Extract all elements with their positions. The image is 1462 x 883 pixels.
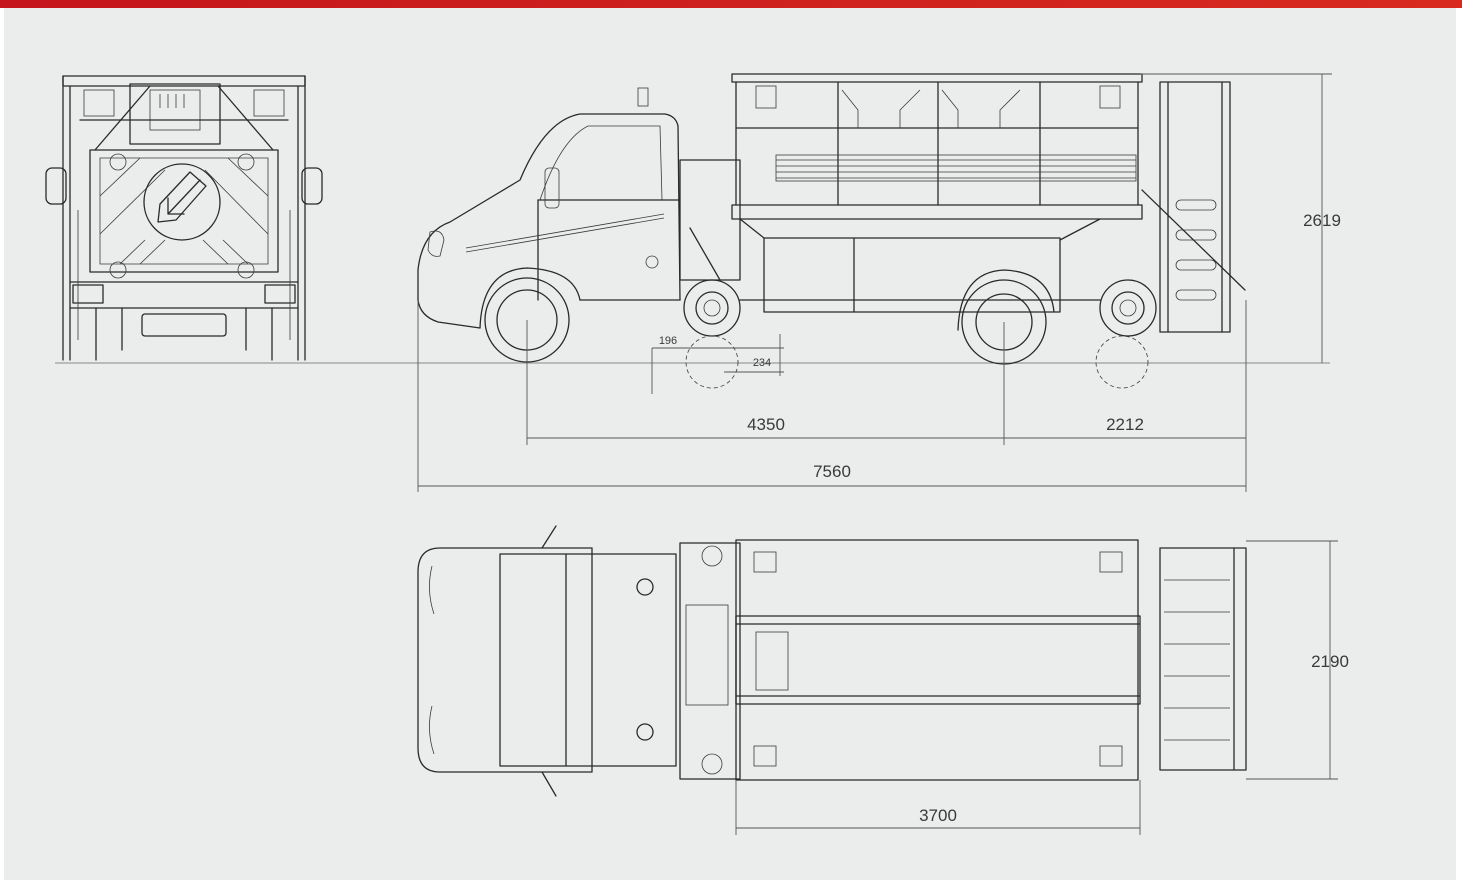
dimension-height: 2619 bbox=[1303, 211, 1341, 230]
top-view bbox=[417, 525, 1247, 797]
drawing-panel bbox=[4, 8, 1456, 880]
dimension-wheelbase: 4350 bbox=[747, 415, 785, 434]
rear-view bbox=[45, 75, 415, 364]
side-view bbox=[415, 73, 1330, 389]
dimension-overall-length: 7560 bbox=[813, 462, 851, 481]
dimension-lines bbox=[417, 73, 1338, 835]
accent-band bbox=[0, 0, 1462, 8]
dimension-rear-overhang: 2212 bbox=[1106, 415, 1144, 434]
dimension-width: 2190 bbox=[1311, 652, 1349, 671]
dimension-platform-length: 3700 bbox=[919, 806, 957, 825]
dimension-ground-clearance: 234 bbox=[753, 357, 771, 369]
dimension-front-overhang: 196 bbox=[659, 335, 677, 347]
